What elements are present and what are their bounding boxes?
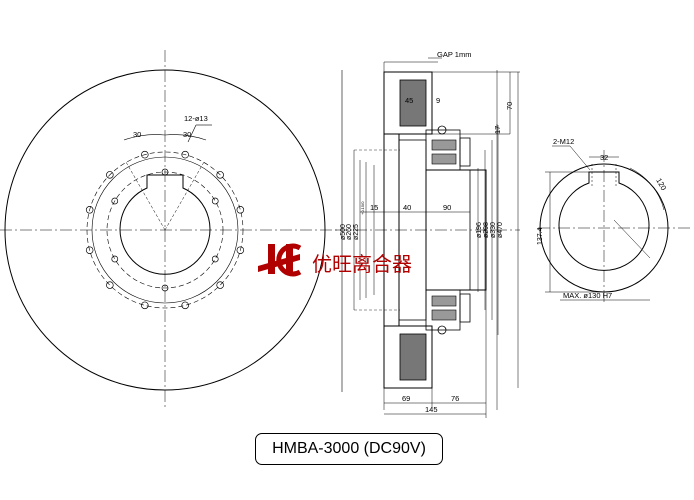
bolt-hole	[181, 301, 189, 310]
angle-left-label: 30	[133, 130, 141, 139]
bolt-hole	[216, 281, 224, 289]
hub-outer	[539, 163, 669, 293]
front-view	[0, 50, 340, 410]
bolt-hole	[141, 301, 149, 310]
bolt-hole	[236, 206, 245, 214]
bolt-holes	[85, 150, 245, 310]
outer-disc	[4, 69, 326, 391]
inner-bolt-hole	[111, 197, 119, 205]
dim-d298: ø298	[483, 222, 490, 238]
dim-90: 90	[443, 203, 451, 212]
dim-d500: ø500	[340, 224, 347, 240]
key-width-label: 32	[600, 153, 608, 162]
dim-9: 9	[436, 96, 440, 105]
bolt-hole	[106, 281, 114, 289]
bolt-hole	[85, 246, 94, 254]
angle-label: 120	[654, 177, 668, 192]
bolt-hole	[216, 171, 224, 179]
height-label: 137.4	[537, 227, 544, 245]
inner-bolt-hole	[211, 255, 219, 263]
bolt-hole	[106, 171, 114, 179]
dim-76: 76	[451, 394, 459, 403]
dim-40: 40	[403, 203, 411, 212]
dim-69: 69	[402, 394, 410, 403]
side-section	[335, 57, 520, 418]
bolt-hole	[236, 246, 245, 254]
dim-d470: ø470	[497, 222, 504, 238]
dim-45: 45	[405, 96, 413, 105]
dim-d196: ø196	[476, 222, 483, 238]
inner-bolt-hole	[161, 284, 169, 292]
inner-bolt-hole	[211, 197, 219, 205]
dim-d330: ø330	[490, 222, 497, 238]
dim-15: 15	[370, 203, 378, 212]
angle-right-label: 30	[183, 130, 191, 139]
gap-label: GAP 1mm	[437, 50, 471, 59]
dim-d260: ø260	[346, 224, 353, 240]
thread-label: 2-M12	[553, 137, 574, 146]
dim-70: 70	[505, 102, 514, 110]
company-name: 优旺离合器	[312, 252, 412, 276]
bolt-hole	[181, 150, 189, 159]
hub-view	[538, 145, 690, 305]
dim-d225: ø225	[353, 224, 360, 240]
dim-tolerance: +0.15/0	[360, 201, 365, 215]
dim-17: 17	[493, 126, 502, 134]
hac-logo	[258, 243, 302, 277]
model-title-text: HMBA-3000 (DC90V)	[272, 440, 426, 457]
bolt-hole	[85, 206, 94, 214]
max-bore-label: MAX. ø130 H7	[563, 291, 612, 300]
inner-bolt-hole	[111, 255, 119, 263]
bolt-hole	[141, 150, 149, 159]
holes-label: 12-ø13	[184, 114, 208, 123]
hub-bore	[558, 171, 650, 271]
dim-145: 145	[425, 405, 438, 414]
model-title: HMBA-3000 (DC90V)	[255, 433, 443, 465]
bore-with-keyway	[119, 174, 211, 275]
inner-bolt-hole	[161, 168, 169, 176]
